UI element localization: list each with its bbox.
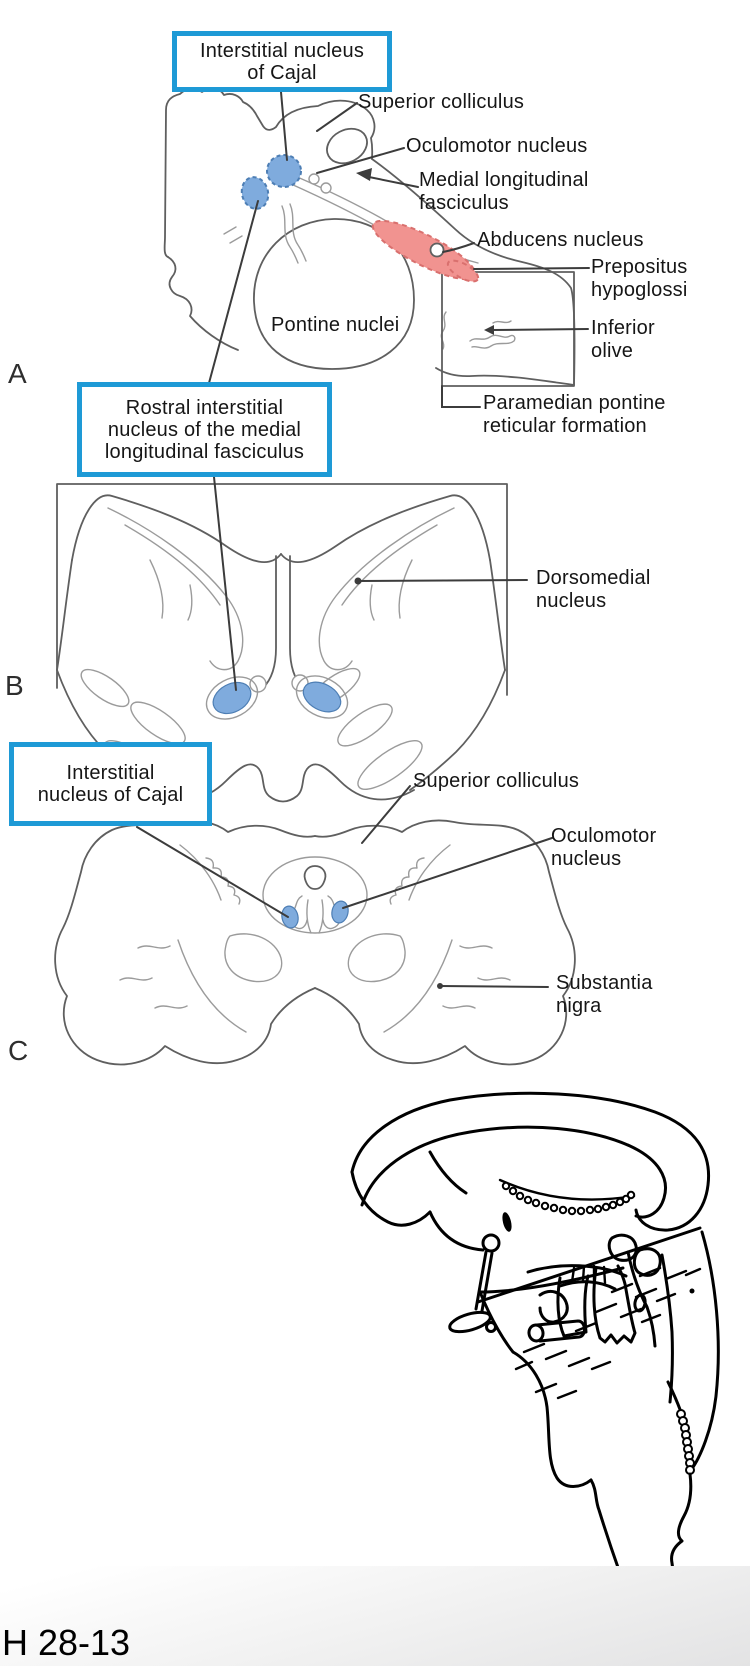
label-abducens-nucleus: Abducens nucleus [477, 229, 644, 251]
panel-letter-c: C [8, 1035, 29, 1066]
panel-c-drawing [54, 819, 576, 1066]
label-medial-longitudinal-fasciculus: Medial longitudinal fasciculus [419, 169, 589, 214]
label-superior-colliculus-c: Superior colliculus [413, 770, 580, 792]
label-oculomotor-nucleus-c: Oculomotor nucleus [551, 825, 657, 870]
panel-letter-b: B [5, 670, 24, 701]
label-prepositus-hypoglossi: Prepositus hypoglossi [591, 256, 688, 301]
brain-sketch [350, 1091, 720, 1645]
bottom-shade [0, 1566, 750, 1666]
label-paramedian-pontine-reticular-formation: Paramedian pontine reticular formation [483, 392, 666, 437]
figure-code: H 28-13 [2, 1622, 131, 1663]
label-substantia-nigra: Substantia nigra [556, 972, 653, 1017]
panel-a-drawing [163, 87, 576, 408]
panel-letter-a: A [8, 358, 27, 389]
highlight-box-interstitial-nucleus-of-cajal-top: Interstitial nucleus of Cajal [172, 31, 392, 92]
label-superior-colliculus-a: Superior colliculus [358, 91, 525, 113]
highlight-box-interstitial-nucleus-of-cajal-bottom: Interstitial nucleus of Cajal [9, 742, 212, 826]
label-pontine-nuclei: Pontine nuclei [271, 314, 400, 336]
label-oculomotor-nucleus-a: Oculomotor nucleus [406, 135, 588, 157]
leader-lines [136, 91, 590, 989]
label-dorsomedial-nucleus: Dorsomedial nucleus [536, 567, 651, 612]
label-inferior-olive: Inferior olive [591, 317, 655, 362]
highlight-box-rostral-interstitial-nucleus: Rostral interstitial nucleus of the medi… [77, 382, 332, 477]
